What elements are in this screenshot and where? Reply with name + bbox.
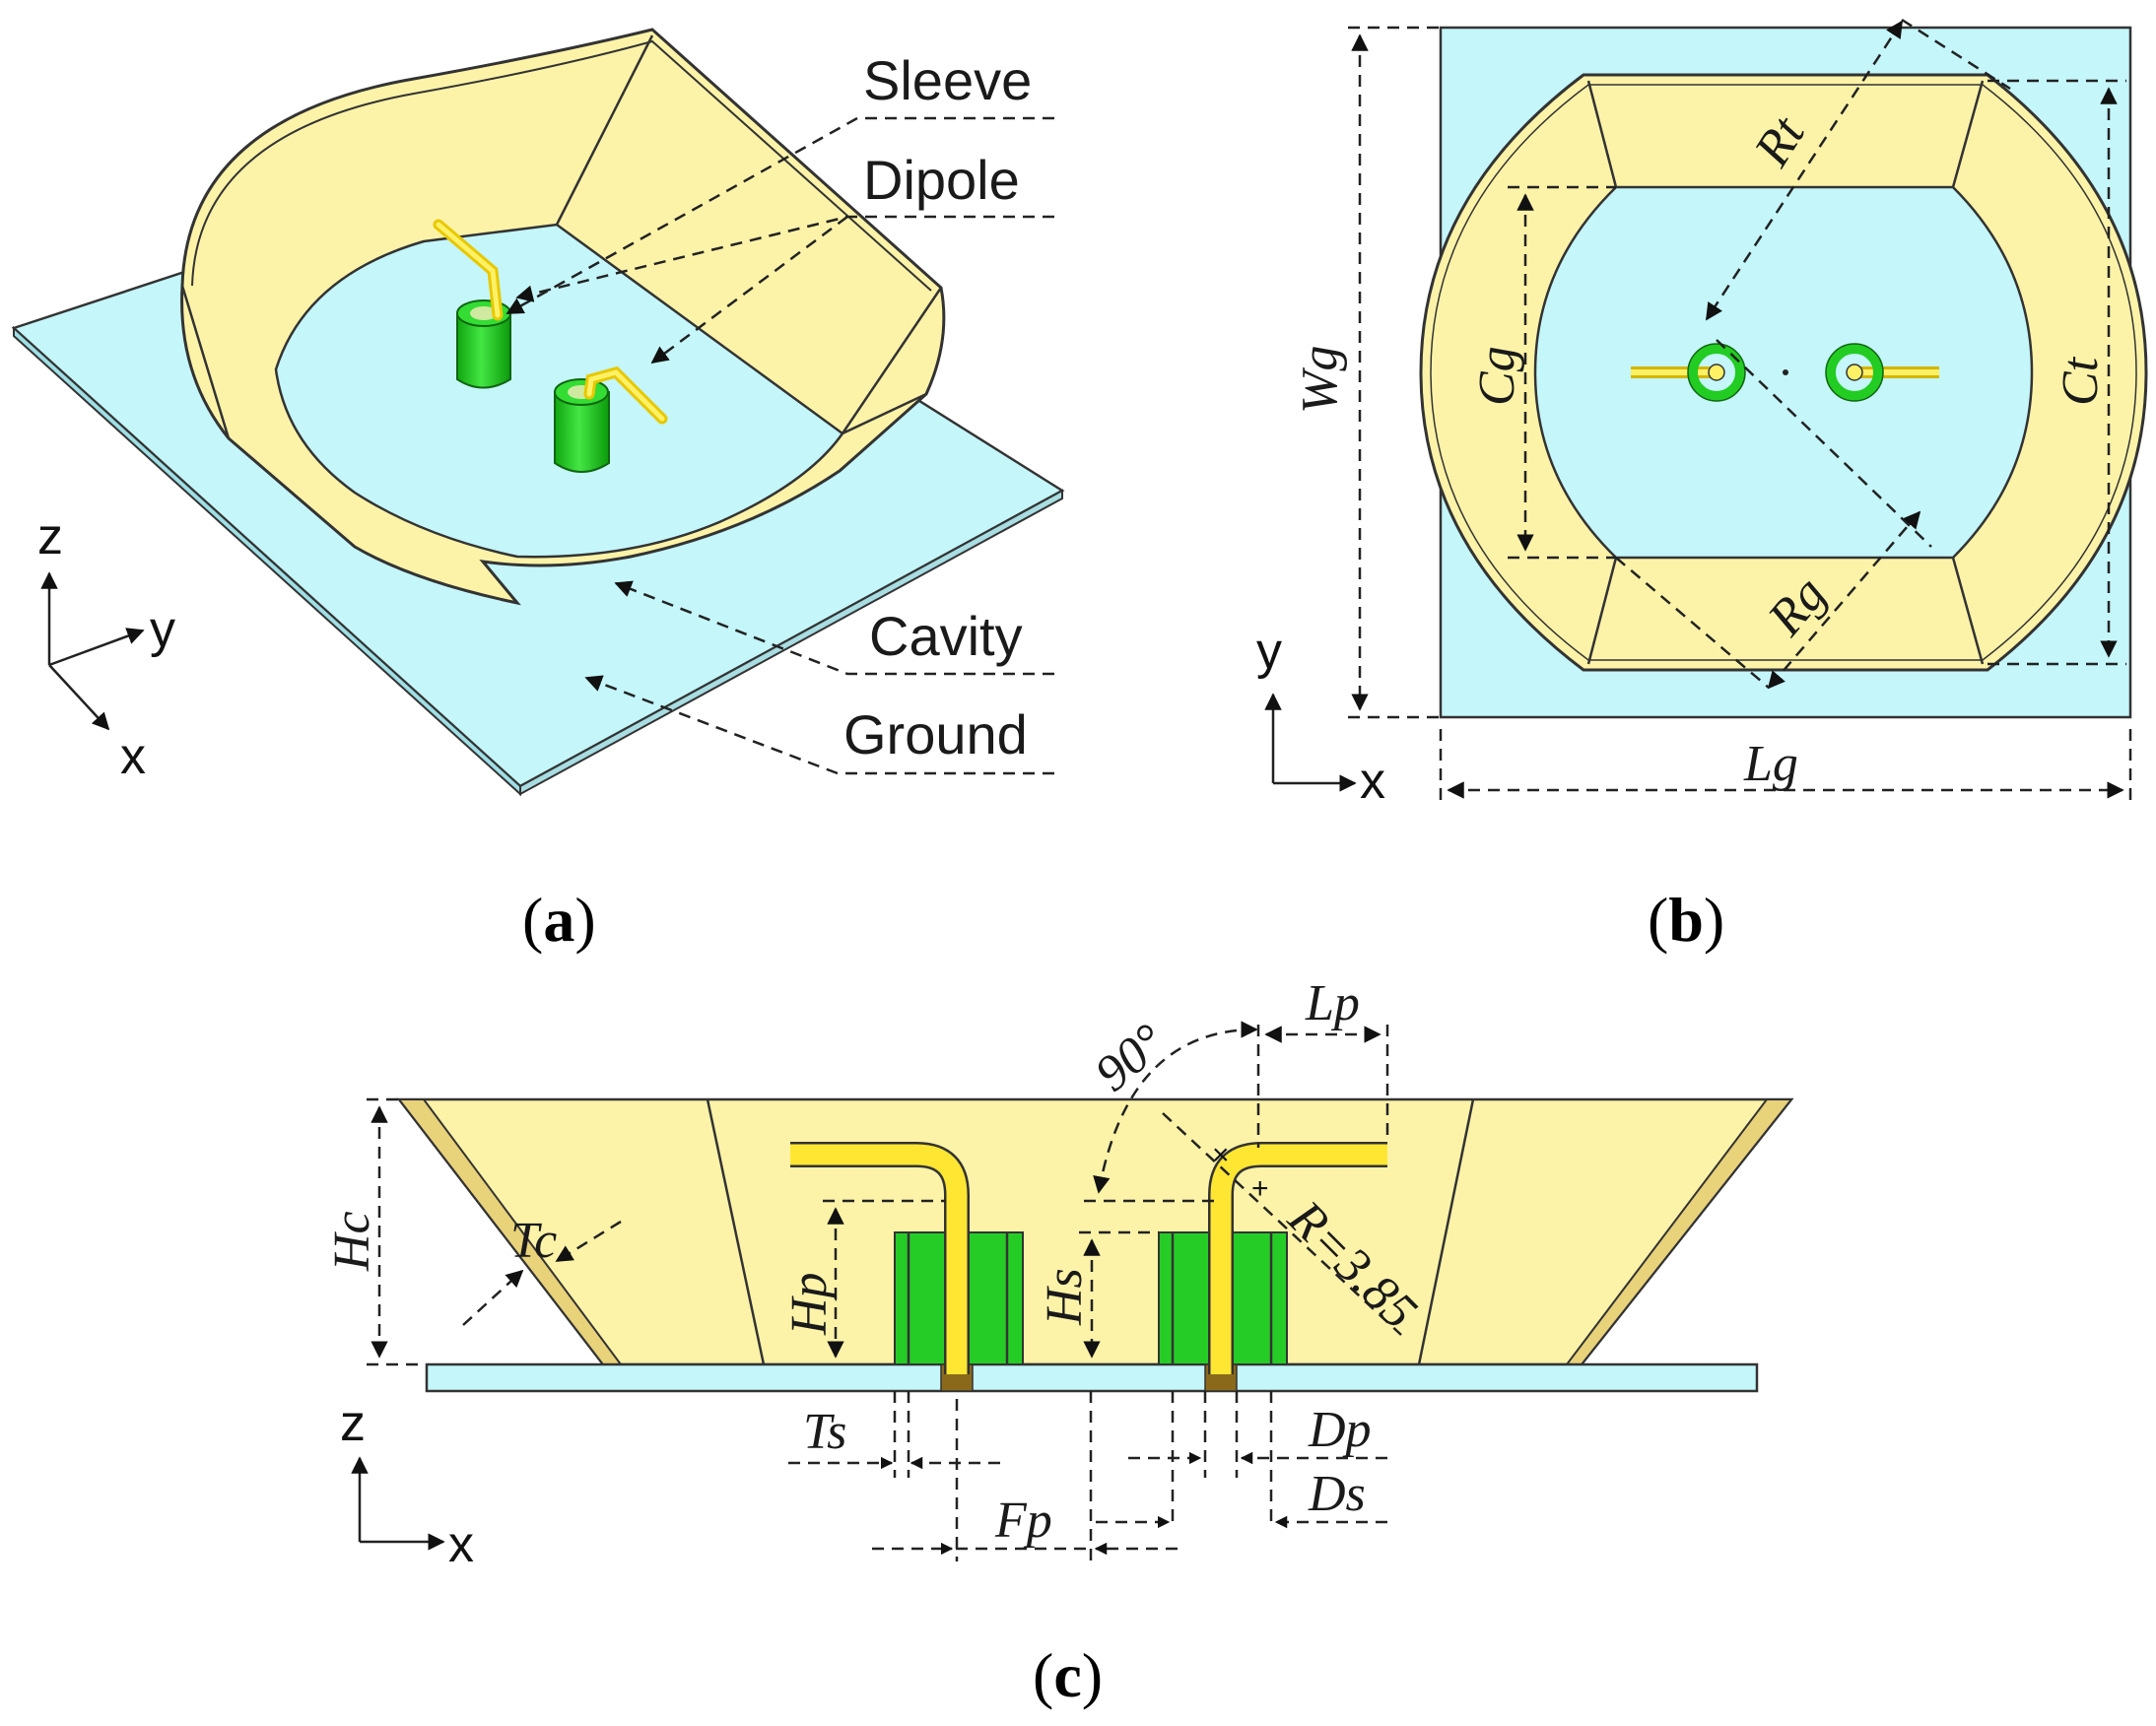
cavity-facet-line: [842, 392, 927, 435]
dim-ds: Ds: [1308, 1466, 1366, 1522]
axis-z-label-c: z: [340, 1395, 366, 1452]
axis-x-label-b: x: [1360, 753, 1385, 810]
cavity-facet-line: [555, 34, 654, 226]
panel-b: Wg Lg Ct Cg Rt Rg y x (b): [1256, 18, 2148, 955]
panel-a-axes: [40, 571, 145, 731]
caption-b: (b): [1648, 885, 1724, 955]
ground-strip: [425, 1362, 1759, 1393]
panel-a: Sleeve Dipole Cavity Ground z y x (a): [11, 28, 1065, 955]
dim-angle: 90°: [1085, 1014, 1176, 1102]
dim-wg: Wg: [1292, 346, 1348, 414]
dim-lg: Lg: [1743, 736, 1798, 792]
sleeve-label: Sleeve: [863, 49, 1032, 111]
cavity-rim: [191, 39, 932, 292]
dim-tc: Tc: [510, 1213, 557, 1269]
dipole-top-right: [1825, 343, 1939, 402]
caption-c: (c): [1033, 1640, 1103, 1710]
panel-a-leaders: [505, 116, 1054, 775]
panel-c: × + Hc Tc Hp Hs Lp: [324, 975, 1794, 1710]
axis-x-label-c: x: [448, 1516, 474, 1573]
ground-plate-edge-right: [519, 489, 1063, 796]
panel-b-dimensions: [1348, 18, 2132, 803]
panel-b-axes: [1264, 693, 1357, 792]
dipole-top-left: [1631, 343, 1746, 402]
axis-z-label: z: [37, 508, 63, 565]
axis-y-label-b: y: [1256, 623, 1282, 680]
dim-dp: Dp: [1308, 1402, 1372, 1458]
panel-c-dimensions: × +: [367, 1021, 1402, 1561]
cavity-facet-line: [841, 287, 943, 434]
cavity-side: [396, 1097, 1794, 1366]
cavity-facet-line: [180, 285, 231, 439]
dipole-label: Dipole: [863, 149, 1020, 211]
cavity-label: Cavity: [869, 605, 1023, 667]
ground-label: Ground: [843, 703, 1028, 765]
dim-ct: Ct: [2053, 356, 2109, 406]
caption-a: (a): [522, 885, 596, 955]
svg-text:×: ×: [1212, 1139, 1230, 1171]
svg-text:+: +: [1251, 1172, 1269, 1205]
dim-hp: Hp: [781, 1272, 838, 1336]
axis-y-label: y: [150, 601, 175, 658]
cavity-facet-line: [482, 561, 518, 604]
dim-fp: Fp: [994, 1493, 1052, 1549]
dim-lp: Lp: [1305, 975, 1360, 1031]
dim-hc: Hc: [324, 1211, 380, 1272]
sleeve-2: [554, 378, 610, 473]
dim-cg: Cg: [1469, 346, 1525, 406]
panel-c-axes: [351, 1456, 445, 1551]
dim-hs: Hs: [1037, 1268, 1093, 1326]
axis-x-label: x: [120, 728, 146, 785]
dim-ts: Ts: [803, 1404, 846, 1460]
